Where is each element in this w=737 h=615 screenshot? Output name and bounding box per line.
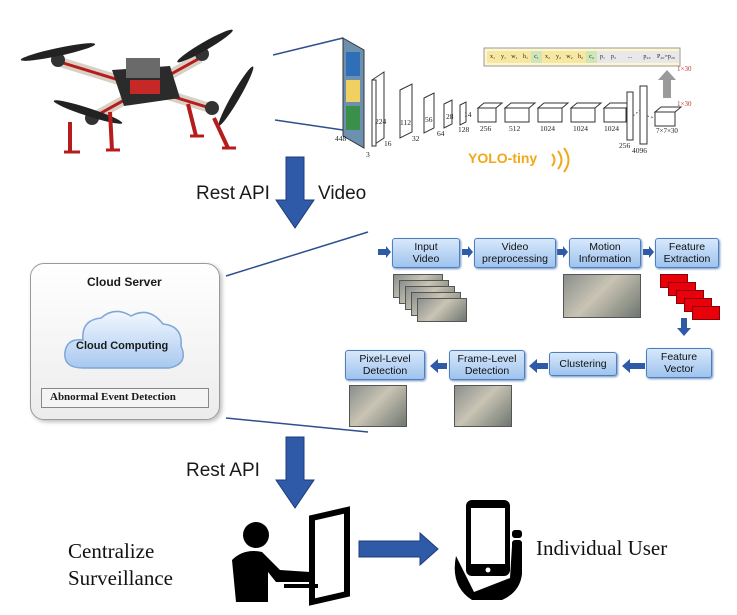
connector-line [632,109,641,117]
detection-label: Abnormal Event Detection [50,391,176,403]
layer-label: 112 [400,118,411,127]
network-input-dim: 3 [366,150,370,159]
vector-cell: h₁ [520,51,531,63]
layer-label: 1024 [573,124,588,133]
cloud-server-panel: Cloud Server Cloud Computing Abnormal Ev… [30,263,220,420]
layer-label: 256 [480,124,492,133]
rest-api-label-top: Rest API [196,183,270,204]
layer-label: 16 [384,139,392,148]
signal-waves-icon [551,147,570,173]
projection-line [225,231,369,277]
cloud-computing-label: Cloud Computing [76,340,169,352]
size-label: 1×30 [677,100,692,108]
layer-label: 512 [509,124,521,133]
network-input-dim: 448 [335,134,347,143]
projection-line [274,119,344,131]
projection-line [225,417,369,433]
vector-cell: p₁ [597,51,608,63]
vector-cell: y₁ [498,51,509,63]
layer-label: 1024 [540,124,555,133]
down-arrow-icon [275,436,315,509]
vector-cell: c₁ [531,51,542,63]
layer-label: 28 [446,112,454,121]
vector-cell: w₁ [509,51,520,63]
step-video-preprocessing: Video preprocessing [474,238,556,268]
step-motion-information: Motion Information [569,238,641,268]
network-input-image [342,37,365,149]
layer-label: 56 [425,115,433,124]
layer-label: 224 [375,117,387,126]
vector-cell: x₂ [542,51,553,63]
output-dim-label: 7×7×30 [656,127,678,135]
layer-label: 64 [437,129,445,138]
video-label: Video [318,183,367,204]
feature-block [692,306,720,320]
network-layers [371,71,683,147]
rest-api-label-bottom: Rest API [186,460,260,481]
detection-box: Abnormal Event Detection [41,388,209,408]
step-feature-extraction: Feature Extraction [655,238,719,268]
vector-cell: x₁ [487,51,498,63]
vector-cell: w₂ [564,51,575,63]
layer-label: 4096 [632,146,647,155]
pixel-detection-thumbnail [349,385,407,427]
projection-line [272,37,344,56]
pipeline-arrows [378,246,691,373]
step-clustering: Clustering [549,352,617,376]
layer-label: 14 [464,110,472,119]
video-frame-thumbnail [417,298,467,322]
vector-cell: ... [619,51,641,63]
vector-cell: c₂ [586,51,597,63]
step-pixel-level-detection: Pixel-Level Detection [345,350,425,380]
down-arrow-icon [275,156,315,229]
layer-label: 32 [412,134,420,143]
right-arrow-icon [358,531,439,567]
vector-cell: p₂ [608,51,619,63]
frame-detection-thumbnail [454,385,512,427]
surveillance-label: Surveillance [68,566,173,590]
step-frame-level-detection: Frame-Level Detection [449,350,525,380]
layer-label: 256 [619,141,631,150]
person-computer-icon [232,506,350,606]
connector-line [646,115,656,119]
drone-icon [20,29,254,154]
individual-user-label: Individual User [536,536,668,560]
cloud-server-title: Cloud Server [87,275,162,289]
vector-cell: y₂ [553,51,564,63]
motion-frame-thumbnail [563,274,641,318]
output-arrow-icon [658,70,676,98]
hand-phone-icon [454,500,522,600]
step-feature-vector: Feature Vector [646,348,712,378]
centralize-label: Centralize [68,539,155,563]
size-label: 1×30 [677,65,692,73]
step-input-video: Input Video [392,238,460,268]
cloud-icon [64,310,184,369]
layer-label: 128 [458,125,470,134]
vector-cell: p₂₀ [641,51,653,63]
yolo-label: YOLO-tiny [468,150,538,166]
vector-cell: h₂ [575,51,586,63]
vector-label: P₂₀=p₂₀ [653,51,679,63]
layer-label: 1024 [604,124,619,133]
